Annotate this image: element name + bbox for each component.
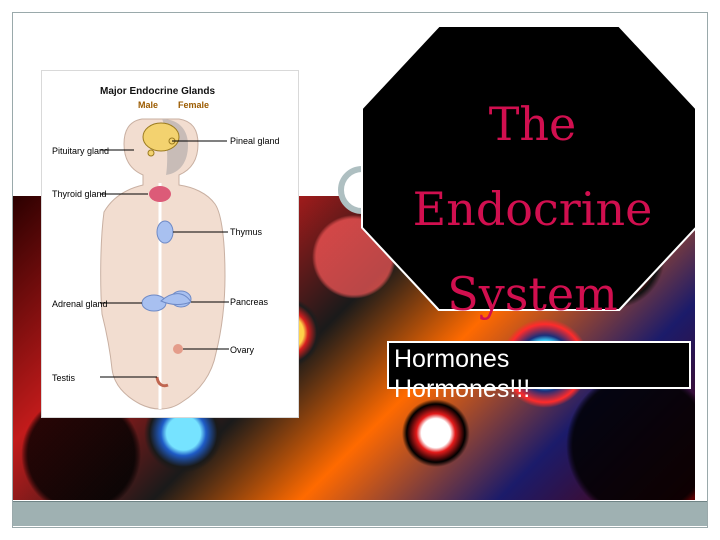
- adrenal-label: Adrenal gland: [52, 299, 108, 309]
- diagram-heading: Major Endocrine Glands: [100, 86, 215, 97]
- pituitary-shape: [147, 149, 155, 157]
- left-adrenal-shape: [141, 294, 167, 312]
- pineal-label: Pineal gland: [230, 136, 280, 146]
- testis-label: Testis: [52, 373, 76, 383]
- pituitary-label: Pituitary gland: [52, 146, 109, 156]
- pancreas-label: Pancreas: [230, 297, 269, 307]
- ovary-shape: [173, 344, 183, 354]
- slide-title: The Endocrine System: [412, 97, 653, 322]
- title-octagon: [363, 27, 695, 309]
- testis-shape: [155, 376, 169, 388]
- thyroid-label: Thyroid gland: [52, 189, 107, 199]
- female-label: Female: [178, 100, 209, 110]
- thymus-shape: [156, 220, 174, 244]
- male-label: Male: [138, 100, 158, 110]
- endocrine-body-diagram: Major Endocrine Glands Male Female Pitui…: [52, 86, 280, 410]
- body-silhouette: [100, 118, 226, 410]
- endocrine-diagram-image: Major Endocrine Glands Male Female Pitui…: [41, 70, 299, 418]
- thyroid-shape: [149, 186, 171, 202]
- hormones-text: Hormones Hormones!!!: [394, 345, 531, 403]
- thymus-label: Thymus: [230, 227, 263, 237]
- ovary-label: Ovary: [230, 345, 255, 355]
- hormones-text-box: [387, 341, 691, 389]
- brain-shape: [142, 122, 180, 152]
- slide-bottom-bar: [13, 501, 707, 526]
